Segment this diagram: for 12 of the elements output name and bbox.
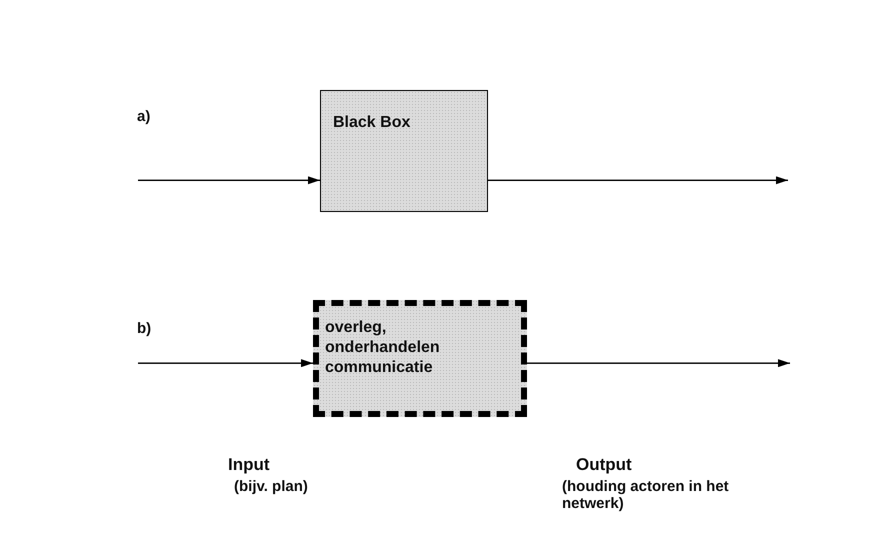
axis-caption: Output [576, 455, 632, 475]
process-box: overleg, onderhandelen communicatie [313, 300, 527, 417]
axis-caption: Input [228, 455, 270, 475]
process-box: Black Box [320, 90, 488, 212]
item-label: a) [137, 108, 150, 125]
axis-caption: (houding actoren in het netwerk) [562, 478, 730, 512]
arrow [138, 359, 313, 368]
arrow [138, 176, 320, 184]
arrow [527, 359, 790, 368]
axis-caption: (bijv. plan) [234, 478, 308, 495]
item-label: b) [137, 320, 152, 337]
arrow [488, 176, 788, 184]
